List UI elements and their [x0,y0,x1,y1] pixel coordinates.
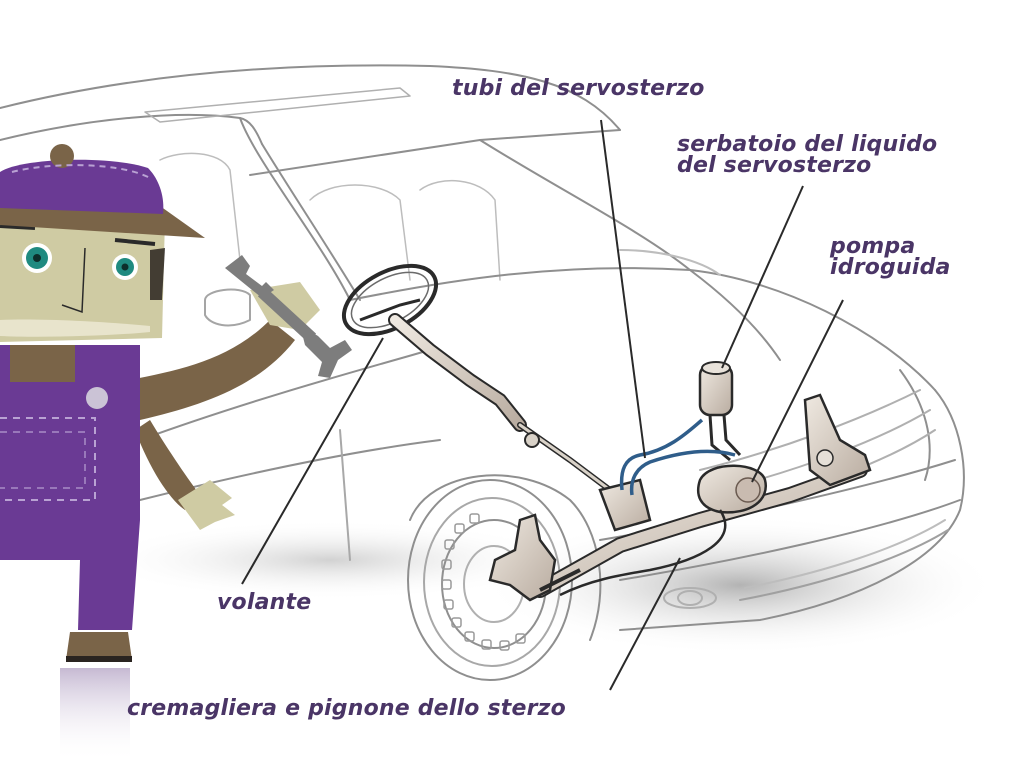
leader-line-steering-wheel [241,337,384,585]
label-steering-wheel: volante [217,590,312,615]
mechanic-mascot [0,144,352,762]
rack-and-pinion-figure [488,361,872,602]
label-rack-and-pinion: cremagliera e pignone dello sterzo [127,696,566,721]
label-pump: pompa idroguida [830,234,951,280]
label-reservoir: serbatoio del liquido del servosterzo [677,132,938,178]
label-text: tubi del servosterzo [452,76,705,101]
label-text-line-2: del servosterzo [677,153,872,178]
leader-lines [241,119,844,691]
label-power-steering-hoses: tubi del servosterzo [452,76,705,101]
leader-line-pump [751,299,844,483]
label-text-line-2: idroguida [830,255,951,280]
label-text-line-1: pompa [830,234,916,259]
steering-wheel-figure [341,263,613,493]
leader-line-rack [609,557,681,691]
label-text: cremagliera e pignone dello sterzo [127,696,566,721]
leader-line-hoses [600,119,646,459]
label-text-line-1: serbatoio del liquido [677,132,938,157]
leader-line-reservoir [721,185,804,369]
label-text: volante [217,590,312,615]
